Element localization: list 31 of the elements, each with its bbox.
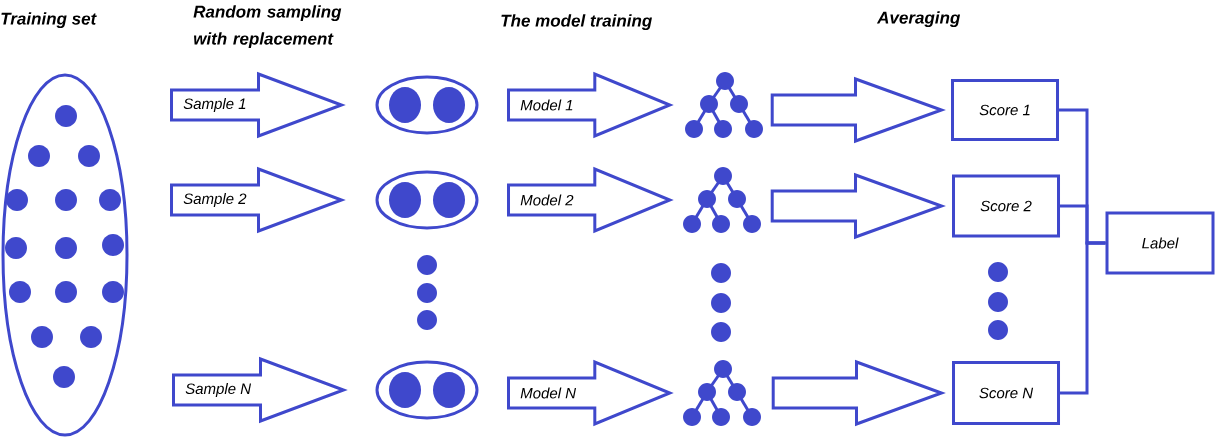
sample-drawing [375, 170, 479, 230]
edge-label: Model N [520, 387, 577, 399]
tree-icon [685, 72, 763, 138]
block-arrow [172, 356, 348, 424]
tree-icon [683, 360, 761, 426]
score-box: Score 2 [952, 174, 1060, 238]
data-set-drawing [1, 73, 129, 437]
connector-line [1060, 241, 1106, 395]
block-arrow [770, 76, 946, 144]
block-arrow [770, 172, 946, 240]
column-heading: Random sampling with replacement [193, 5, 342, 49]
block-arrow [771, 359, 946, 427]
edge-label: Sample 2 [183, 193, 247, 207]
score-box: Score 1 [951, 79, 1059, 141]
sample-drawing [375, 360, 479, 420]
tree-icon [683, 167, 761, 233]
column-heading: Training set [1, 12, 97, 29]
sample-drawing [375, 75, 479, 135]
block-arrow [507, 359, 674, 427]
block-arrow [507, 71, 674, 139]
edge-label: Sample N [185, 383, 252, 397]
label-box: Label [1105, 211, 1215, 275]
edge-label: Sample 1 [183, 98, 246, 112]
block-arrow [170, 71, 346, 139]
block-arrow [507, 166, 674, 234]
block-arrow [170, 166, 346, 234]
column-heading: The model training [501, 14, 652, 31]
score-box: Score N [952, 361, 1060, 425]
edge-label: Model 2 [520, 194, 574, 206]
column-heading: Averaging [876, 11, 961, 28]
edge-label: Model 1 [520, 99, 573, 111]
